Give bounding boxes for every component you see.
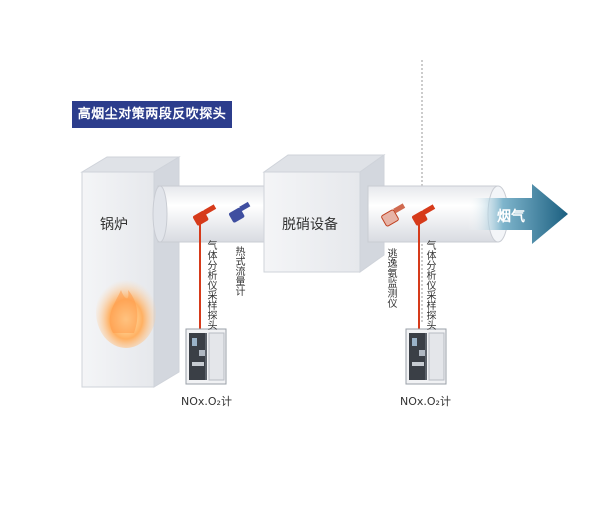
analyzer-cabinet-right xyxy=(405,328,447,385)
boiler-label: 锅炉 xyxy=(100,217,128,233)
gas-sampling-probe-label: 气体分析仪采样探头 xyxy=(205,240,216,330)
gas-sampling-probe-2-icon xyxy=(412,204,436,330)
gas-sampling-probe-2-label: 气体分析仪采样探头 xyxy=(424,240,435,330)
duct-1 xyxy=(152,185,273,243)
gas-sampling-probe-icon xyxy=(193,204,217,330)
denitration-label: 脱硝设备 xyxy=(282,217,338,233)
analyzer-label-left: NOx.O₂计 xyxy=(181,395,232,408)
diagram-title: 高烟尘对策两段反吹探头 xyxy=(72,101,232,128)
ammonia-slip-monitor-icon xyxy=(381,203,406,227)
analyzer-cabinet-left xyxy=(185,328,227,385)
thermal-flowmeter-label: 热式流量计 xyxy=(233,246,244,296)
denitration-unit xyxy=(262,154,386,273)
exhaust-arrow xyxy=(468,184,568,244)
exhaust-label: 烟气 xyxy=(497,209,525,225)
thermal-flowmeter-icon xyxy=(229,201,251,223)
ammonia-slip-monitor-label: 逃逸氨监测仪 xyxy=(385,248,396,308)
analyzer-label-right: NOx.O₂计 xyxy=(400,395,451,408)
flame-shape xyxy=(109,290,138,333)
